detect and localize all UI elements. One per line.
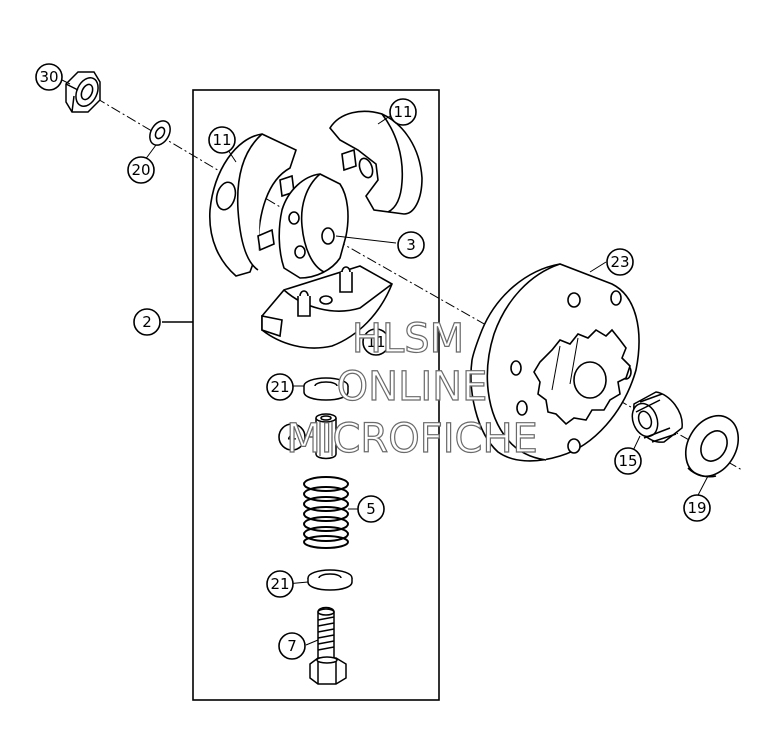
assembly-bracket-box <box>192 89 440 701</box>
callout-3-label: 3 <box>406 236 416 254</box>
centerline <box>95 97 743 471</box>
callout-3: 3 <box>397 231 425 259</box>
callout-15: 15 <box>614 447 642 475</box>
callout-20: 20 <box>127 156 155 184</box>
callout-11-right-label: 11 <box>393 103 412 121</box>
callout-11-left: 11 <box>208 126 236 154</box>
watermark-line1: HLSM <box>352 316 464 362</box>
callout-19-label: 19 <box>687 499 706 517</box>
clutch-shoe-lower <box>261 265 394 349</box>
callout-11-left-label: 11 <box>212 131 231 149</box>
callout-30: 30 <box>35 63 63 91</box>
callout-11-right: 11 <box>389 98 417 126</box>
callout-5-label: 5 <box>366 500 376 518</box>
callout-21-upper: 21 <box>266 373 294 401</box>
callout-23-label: 23 <box>610 253 629 271</box>
callout-2-label: 2 <box>142 313 152 331</box>
clutch-shoe-right <box>329 110 423 215</box>
bushing-4 <box>315 413 337 460</box>
callout-2: 2 <box>133 308 161 336</box>
watermark-line2: ONLINE <box>337 364 488 410</box>
callout-23: 23 <box>606 248 634 276</box>
callout-11-lower-label: 11 <box>366 333 385 351</box>
callout-21-lower-label: 21 <box>270 575 289 593</box>
callout-7: 7 <box>278 632 306 660</box>
washer-20 <box>149 120 171 146</box>
center-hub <box>278 173 349 279</box>
callout-15-label: 15 <box>618 452 637 470</box>
clutch-drum <box>470 263 640 462</box>
spring-5 <box>303 476 349 549</box>
washer-21-upper <box>303 377 349 401</box>
callout-21-lower: 21 <box>266 570 294 598</box>
callout-4-label: 4 <box>287 428 297 446</box>
callout-30-label: 30 <box>39 68 58 86</box>
bolt-7 <box>309 606 347 685</box>
callout-11-lower: 11 <box>362 328 390 356</box>
callout-20-label: 20 <box>131 161 150 179</box>
watermark-line3: MICROFICHE <box>286 416 538 462</box>
nut-part <box>65 71 101 113</box>
washer-21-lower <box>307 569 353 591</box>
needle-bearing-15 <box>631 391 683 443</box>
washer-19 <box>684 415 740 478</box>
callout-5: 5 <box>357 495 385 523</box>
clutch-shoe-left <box>209 133 297 277</box>
callout-19: 19 <box>683 494 711 522</box>
watermark: HLSM ONLINE MICROFICHE <box>286 315 539 462</box>
callout-7-label: 7 <box>287 637 297 655</box>
callout-21-upper-label: 21 <box>270 378 289 396</box>
callout-4: 4 <box>278 423 306 451</box>
